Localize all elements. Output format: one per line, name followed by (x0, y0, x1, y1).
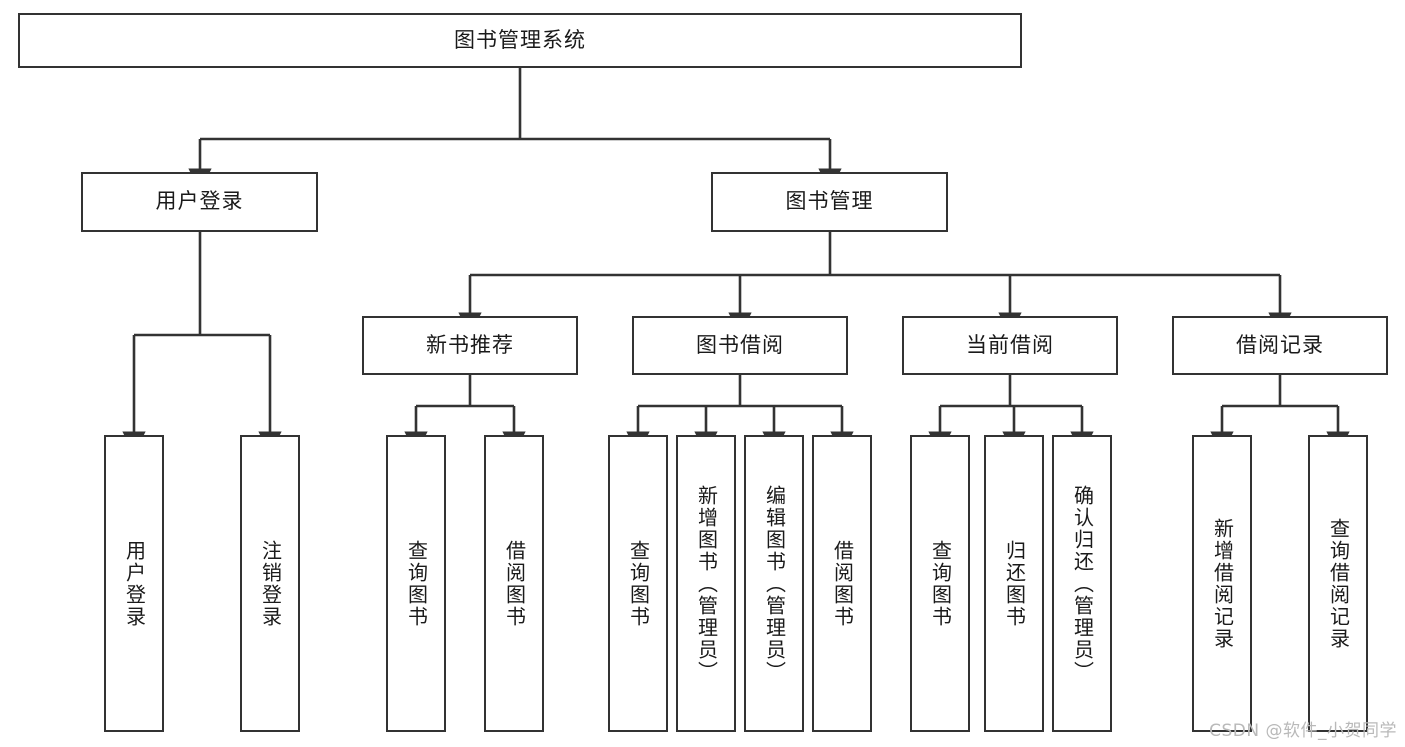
node-current-borrow[interactable]: 当前借阅 (902, 316, 1118, 375)
node-book-manage[interactable]: 图书管理 (711, 172, 948, 232)
node-label: 新增借阅记录 (1210, 517, 1235, 650)
node-label: 查询图书 (404, 539, 429, 628)
node-label: 当前借阅 (966, 332, 1054, 357)
node-label: 新增图书（管理员） (694, 484, 719, 683)
node-label: 编辑图书（管理员） (762, 484, 787, 683)
node-label: 用户登录 (155, 189, 244, 214)
node-borrow-record[interactable]: 借阅记录 (1172, 316, 1388, 375)
node-label: 借阅记录 (1236, 332, 1324, 357)
node-leaf-logout[interactable]: 注销登录 (240, 435, 300, 732)
node-leaf-query-book-rec[interactable]: 查询图书 (386, 435, 446, 732)
node-new-book-recommend[interactable]: 新书推荐 (362, 316, 578, 375)
node-label: 查询借阅记录 (1326, 517, 1351, 650)
node-label: 查询图书 (626, 539, 651, 628)
node-label: 确认归还（管理员） (1070, 484, 1095, 683)
node-leaf-borrow-book-rec[interactable]: 借阅图书 (484, 435, 544, 732)
node-label: 图书管理系统 (454, 27, 586, 52)
node-leaf-query-record[interactable]: 查询借阅记录 (1308, 435, 1368, 732)
node-root[interactable]: 图书管理系统 (18, 13, 1022, 68)
node-leaf-return-book[interactable]: 归还图书 (984, 435, 1044, 732)
node-leaf-add-book[interactable]: 新增图书（管理员） (676, 435, 736, 732)
node-leaf-edit-book[interactable]: 编辑图书（管理员） (744, 435, 804, 732)
node-user-login[interactable]: 用户登录 (81, 172, 318, 232)
node-label: 图书借阅 (696, 332, 784, 357)
node-leaf-confirm-return[interactable]: 确认归还（管理员） (1052, 435, 1112, 732)
node-leaf-borrow-book[interactable]: 借阅图书 (812, 435, 872, 732)
watermark-text: CSDN @软件_小贺同学 (1209, 721, 1397, 741)
node-leaf-user-login[interactable]: 用户登录 (104, 435, 164, 732)
node-book-borrow[interactable]: 图书借阅 (632, 316, 848, 375)
node-leaf-query-book-borrow[interactable]: 查询图书 (608, 435, 668, 732)
node-label: 新书推荐 (426, 332, 514, 357)
node-label: 借阅图书 (502, 539, 527, 628)
node-leaf-query-book-cur[interactable]: 查询图书 (910, 435, 970, 732)
node-label: 查询图书 (928, 539, 953, 628)
node-label: 图书管理 (785, 189, 874, 214)
node-label: 注销登录 (258, 539, 283, 628)
node-label: 用户登录 (122, 539, 147, 628)
node-leaf-add-record[interactable]: 新增借阅记录 (1192, 435, 1252, 732)
node-label: 归还图书 (1002, 539, 1027, 628)
node-label: 借阅图书 (830, 539, 855, 628)
